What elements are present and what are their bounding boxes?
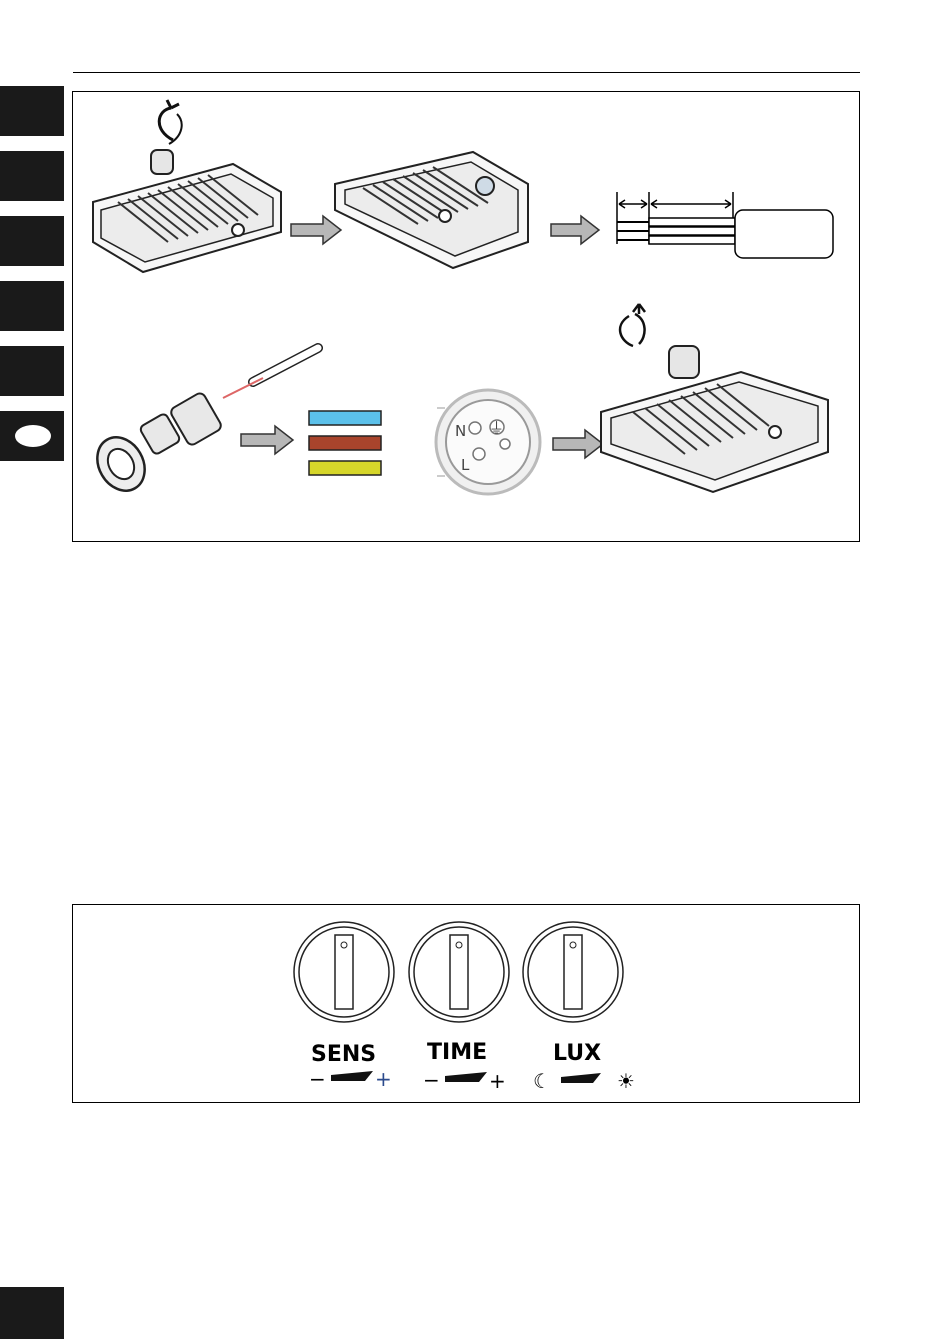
language-tab-active[interactable]	[0, 411, 64, 461]
active-tab-marker	[15, 425, 51, 447]
floodlight-closed-illustration	[601, 304, 828, 492]
sens-max-symbol: +	[375, 1067, 392, 1091]
wire-strip-diagram	[617, 192, 833, 258]
language-tab-2[interactable]	[0, 151, 64, 201]
time-knob[interactable]	[409, 922, 509, 1022]
arrow-right-icon	[553, 430, 603, 458]
time-scale-wedge	[445, 1072, 487, 1082]
wire-color-legend	[309, 411, 381, 475]
sens-label: SENS	[311, 1042, 376, 1067]
time-label: TIME	[427, 1040, 487, 1065]
header-rule	[73, 72, 860, 73]
lux-scale-wedge	[561, 1073, 601, 1083]
time-max-symbol: +	[489, 1069, 506, 1093]
sun-icon: ☀	[617, 1069, 635, 1093]
sens-knob[interactable]	[294, 922, 394, 1022]
pin-label-earth: ⏚	[489, 419, 504, 437]
time-min-symbol: −	[423, 1068, 440, 1092]
wire-blue-swatch	[309, 411, 381, 425]
language-tab-4[interactable]	[0, 281, 64, 331]
page-footer-tab	[0, 1287, 64, 1339]
installation-figure: N L ⏚	[72, 91, 860, 542]
sens-scale-wedge	[331, 1071, 373, 1081]
language-tab-5[interactable]	[0, 346, 64, 396]
pin-label-l: L	[461, 456, 470, 474]
floodlight-open-illustration	[93, 100, 281, 272]
floodlight-gland-illustration	[335, 152, 528, 268]
lux-knob[interactable]	[523, 922, 623, 1022]
wire-brown-swatch	[309, 436, 381, 450]
language-tab-1[interactable]	[0, 86, 64, 136]
lux-label: LUX	[553, 1041, 601, 1066]
terminal-illustration: N L ⏚	[436, 390, 540, 494]
arrow-right-icon	[291, 216, 341, 244]
arrow-right-icon	[551, 216, 599, 244]
connector-illustration	[88, 348, 318, 499]
controls-figure: SENS − + TIME − + LUX ☾ ☀	[72, 904, 860, 1103]
arrow-right-icon	[241, 426, 293, 454]
sens-min-symbol: −	[309, 1067, 326, 1091]
moon-icon: ☾	[533, 1069, 551, 1093]
pin-label-n: N	[455, 422, 466, 440]
wire-yellow-green-swatch	[309, 461, 381, 475]
language-tab-3[interactable]	[0, 216, 64, 266]
